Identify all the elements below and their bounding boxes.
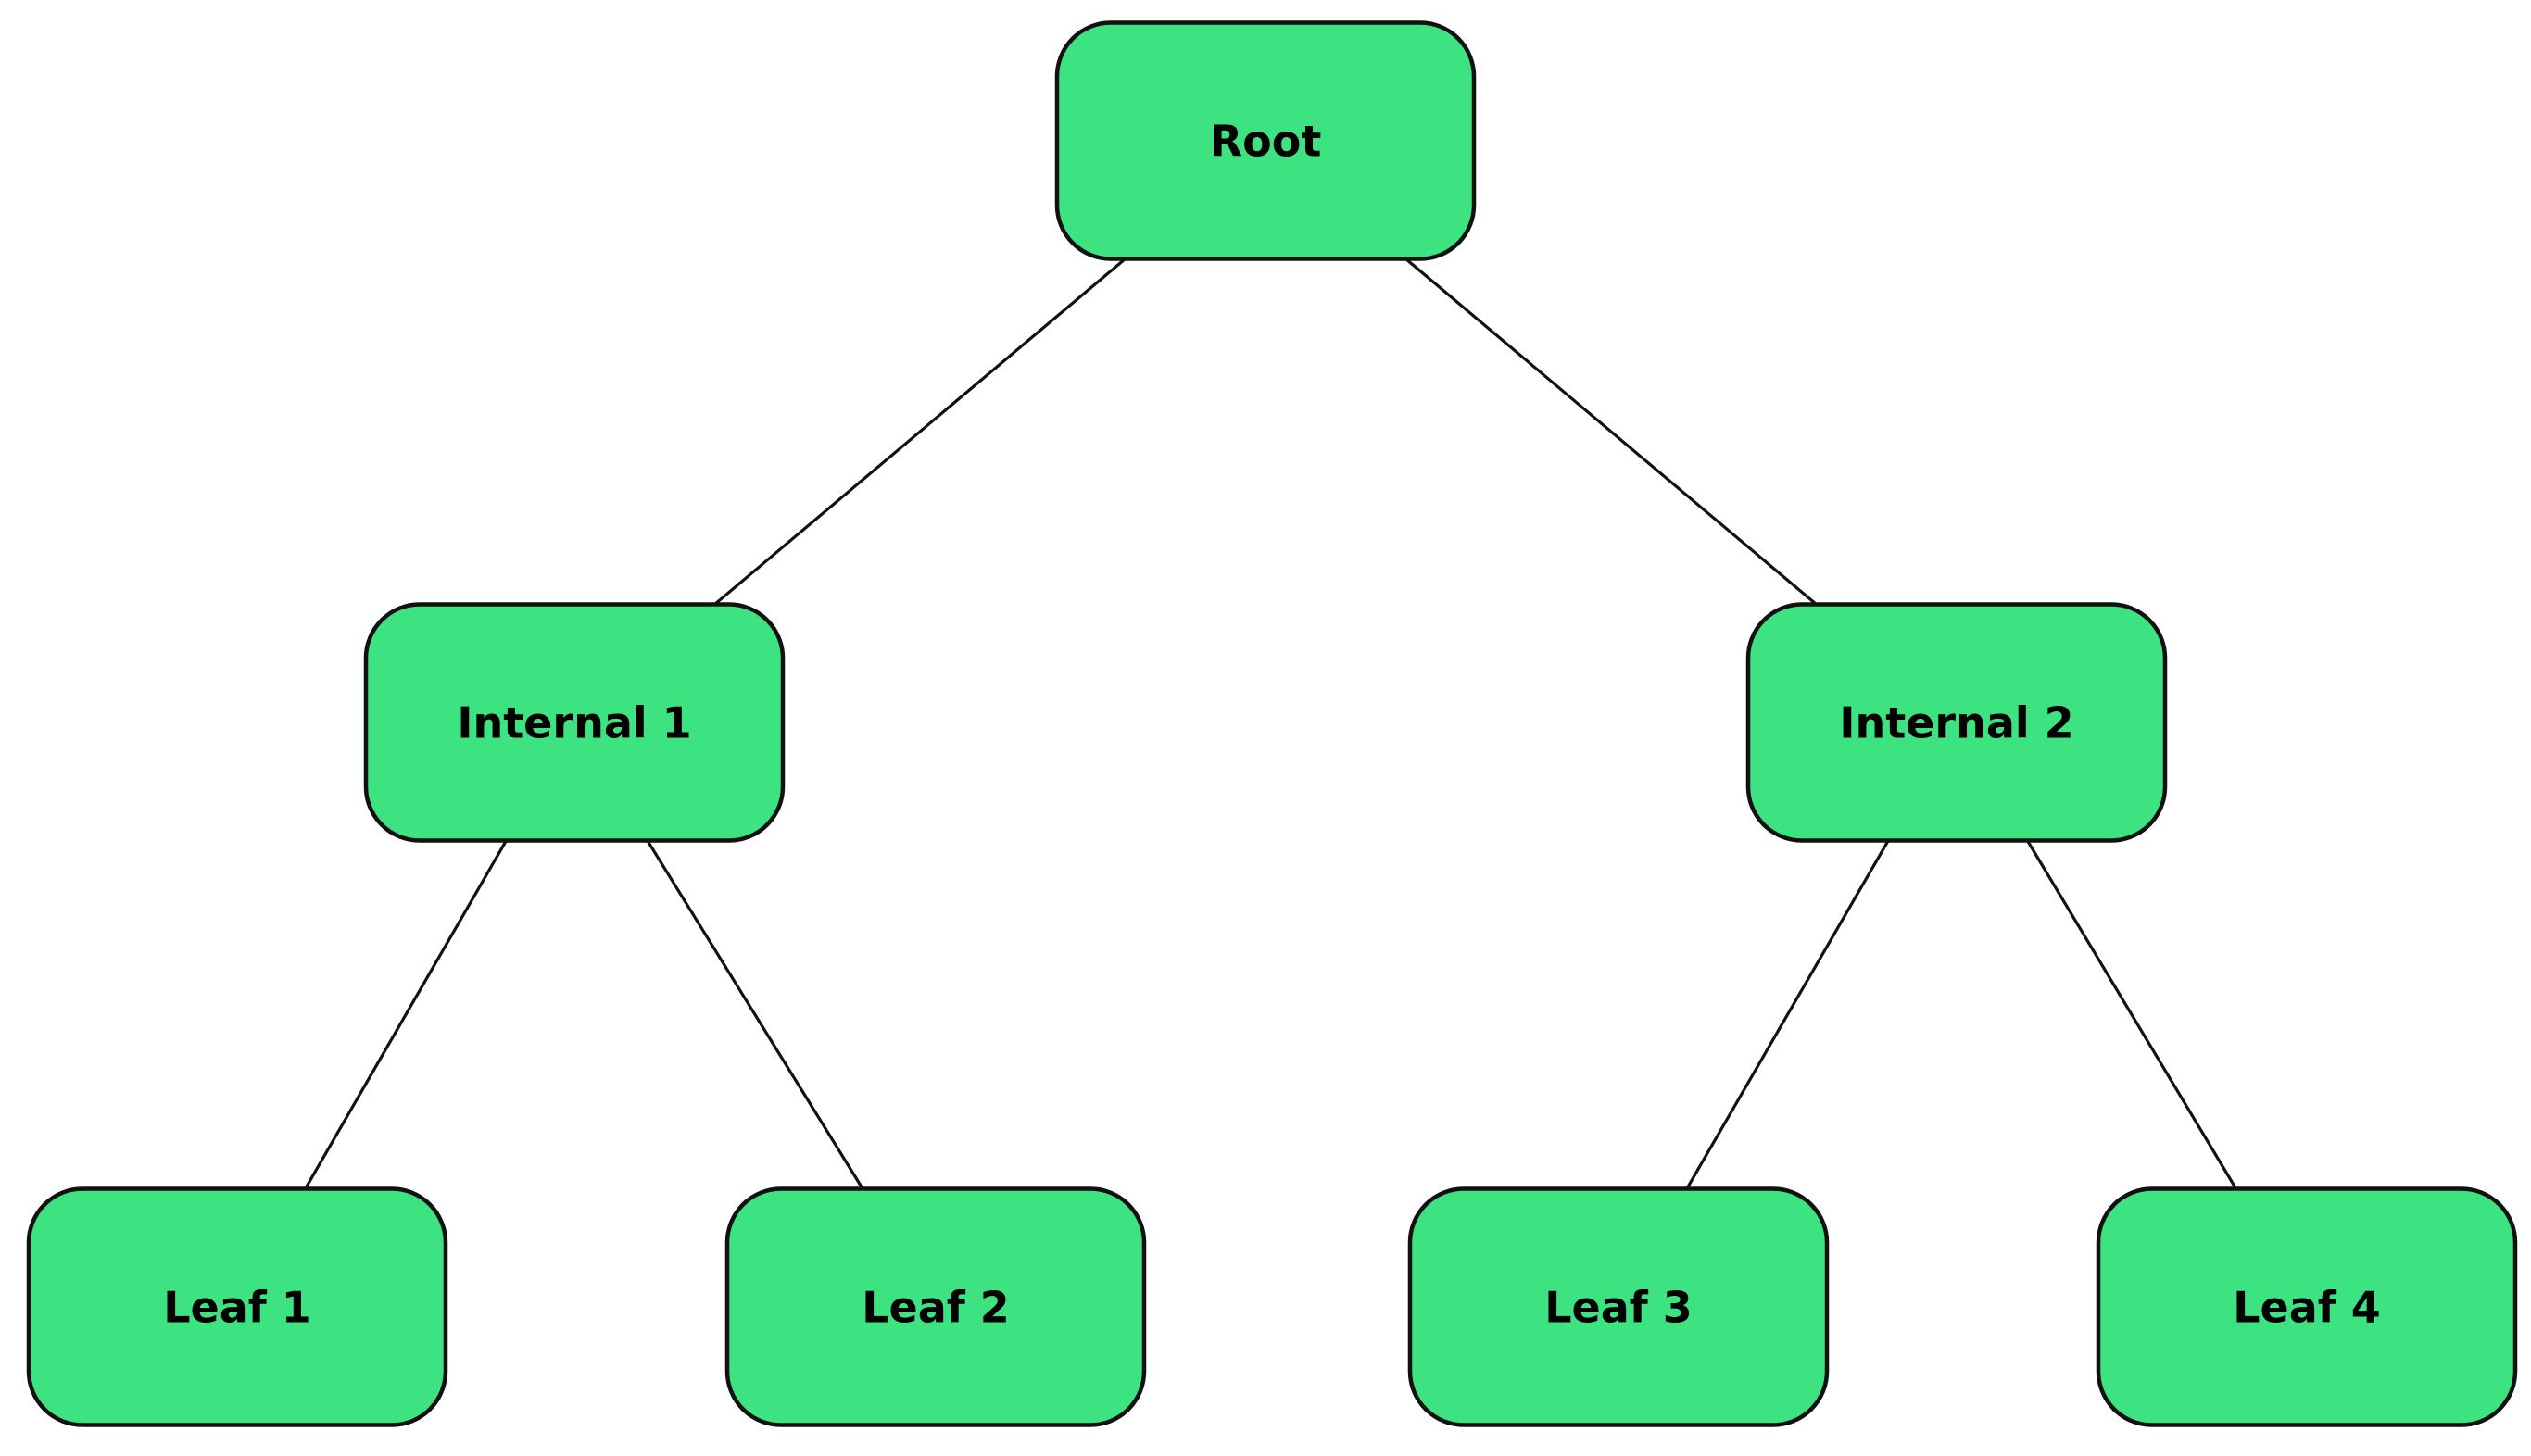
node-box-leaf-4 <box>2096 1186 2518 1427</box>
node-leaf-2: Leaf 2 <box>724 1186 1147 1427</box>
node-leaf-1: Leaf 1 <box>26 1186 448 1427</box>
node-label-leaf-1: Leaf 1 <box>163 1283 311 1333</box>
node-leaf-4: Leaf 4 <box>2096 1186 2518 1427</box>
node-label-internal-2: Internal 2 <box>1839 698 2073 748</box>
node-leaf-3: Leaf 3 <box>1407 1186 1830 1427</box>
node-label-leaf-2: Leaf 2 <box>862 1283 1010 1333</box>
node-label-internal-1: Internal 1 <box>457 698 691 748</box>
node-root: Root <box>1054 20 1477 261</box>
node-box-internal-2 <box>1745 602 2168 843</box>
node-internal-1: Internal 1 <box>363 602 786 843</box>
node-box-leaf-1 <box>26 1186 448 1427</box>
node-label-leaf-4: Leaf 4 <box>2233 1283 2381 1333</box>
node-box-leaf-2 <box>724 1186 1147 1427</box>
node-label-leaf-3: Leaf 3 <box>1544 1283 1693 1333</box>
node-internal-2: Internal 2 <box>1745 602 2168 843</box>
node-label-root: Root <box>1210 117 1322 167</box>
node-box-internal-1 <box>363 602 786 843</box>
node-box-root <box>1054 20 1477 261</box>
node-box-leaf-3 <box>1407 1186 1830 1427</box>
